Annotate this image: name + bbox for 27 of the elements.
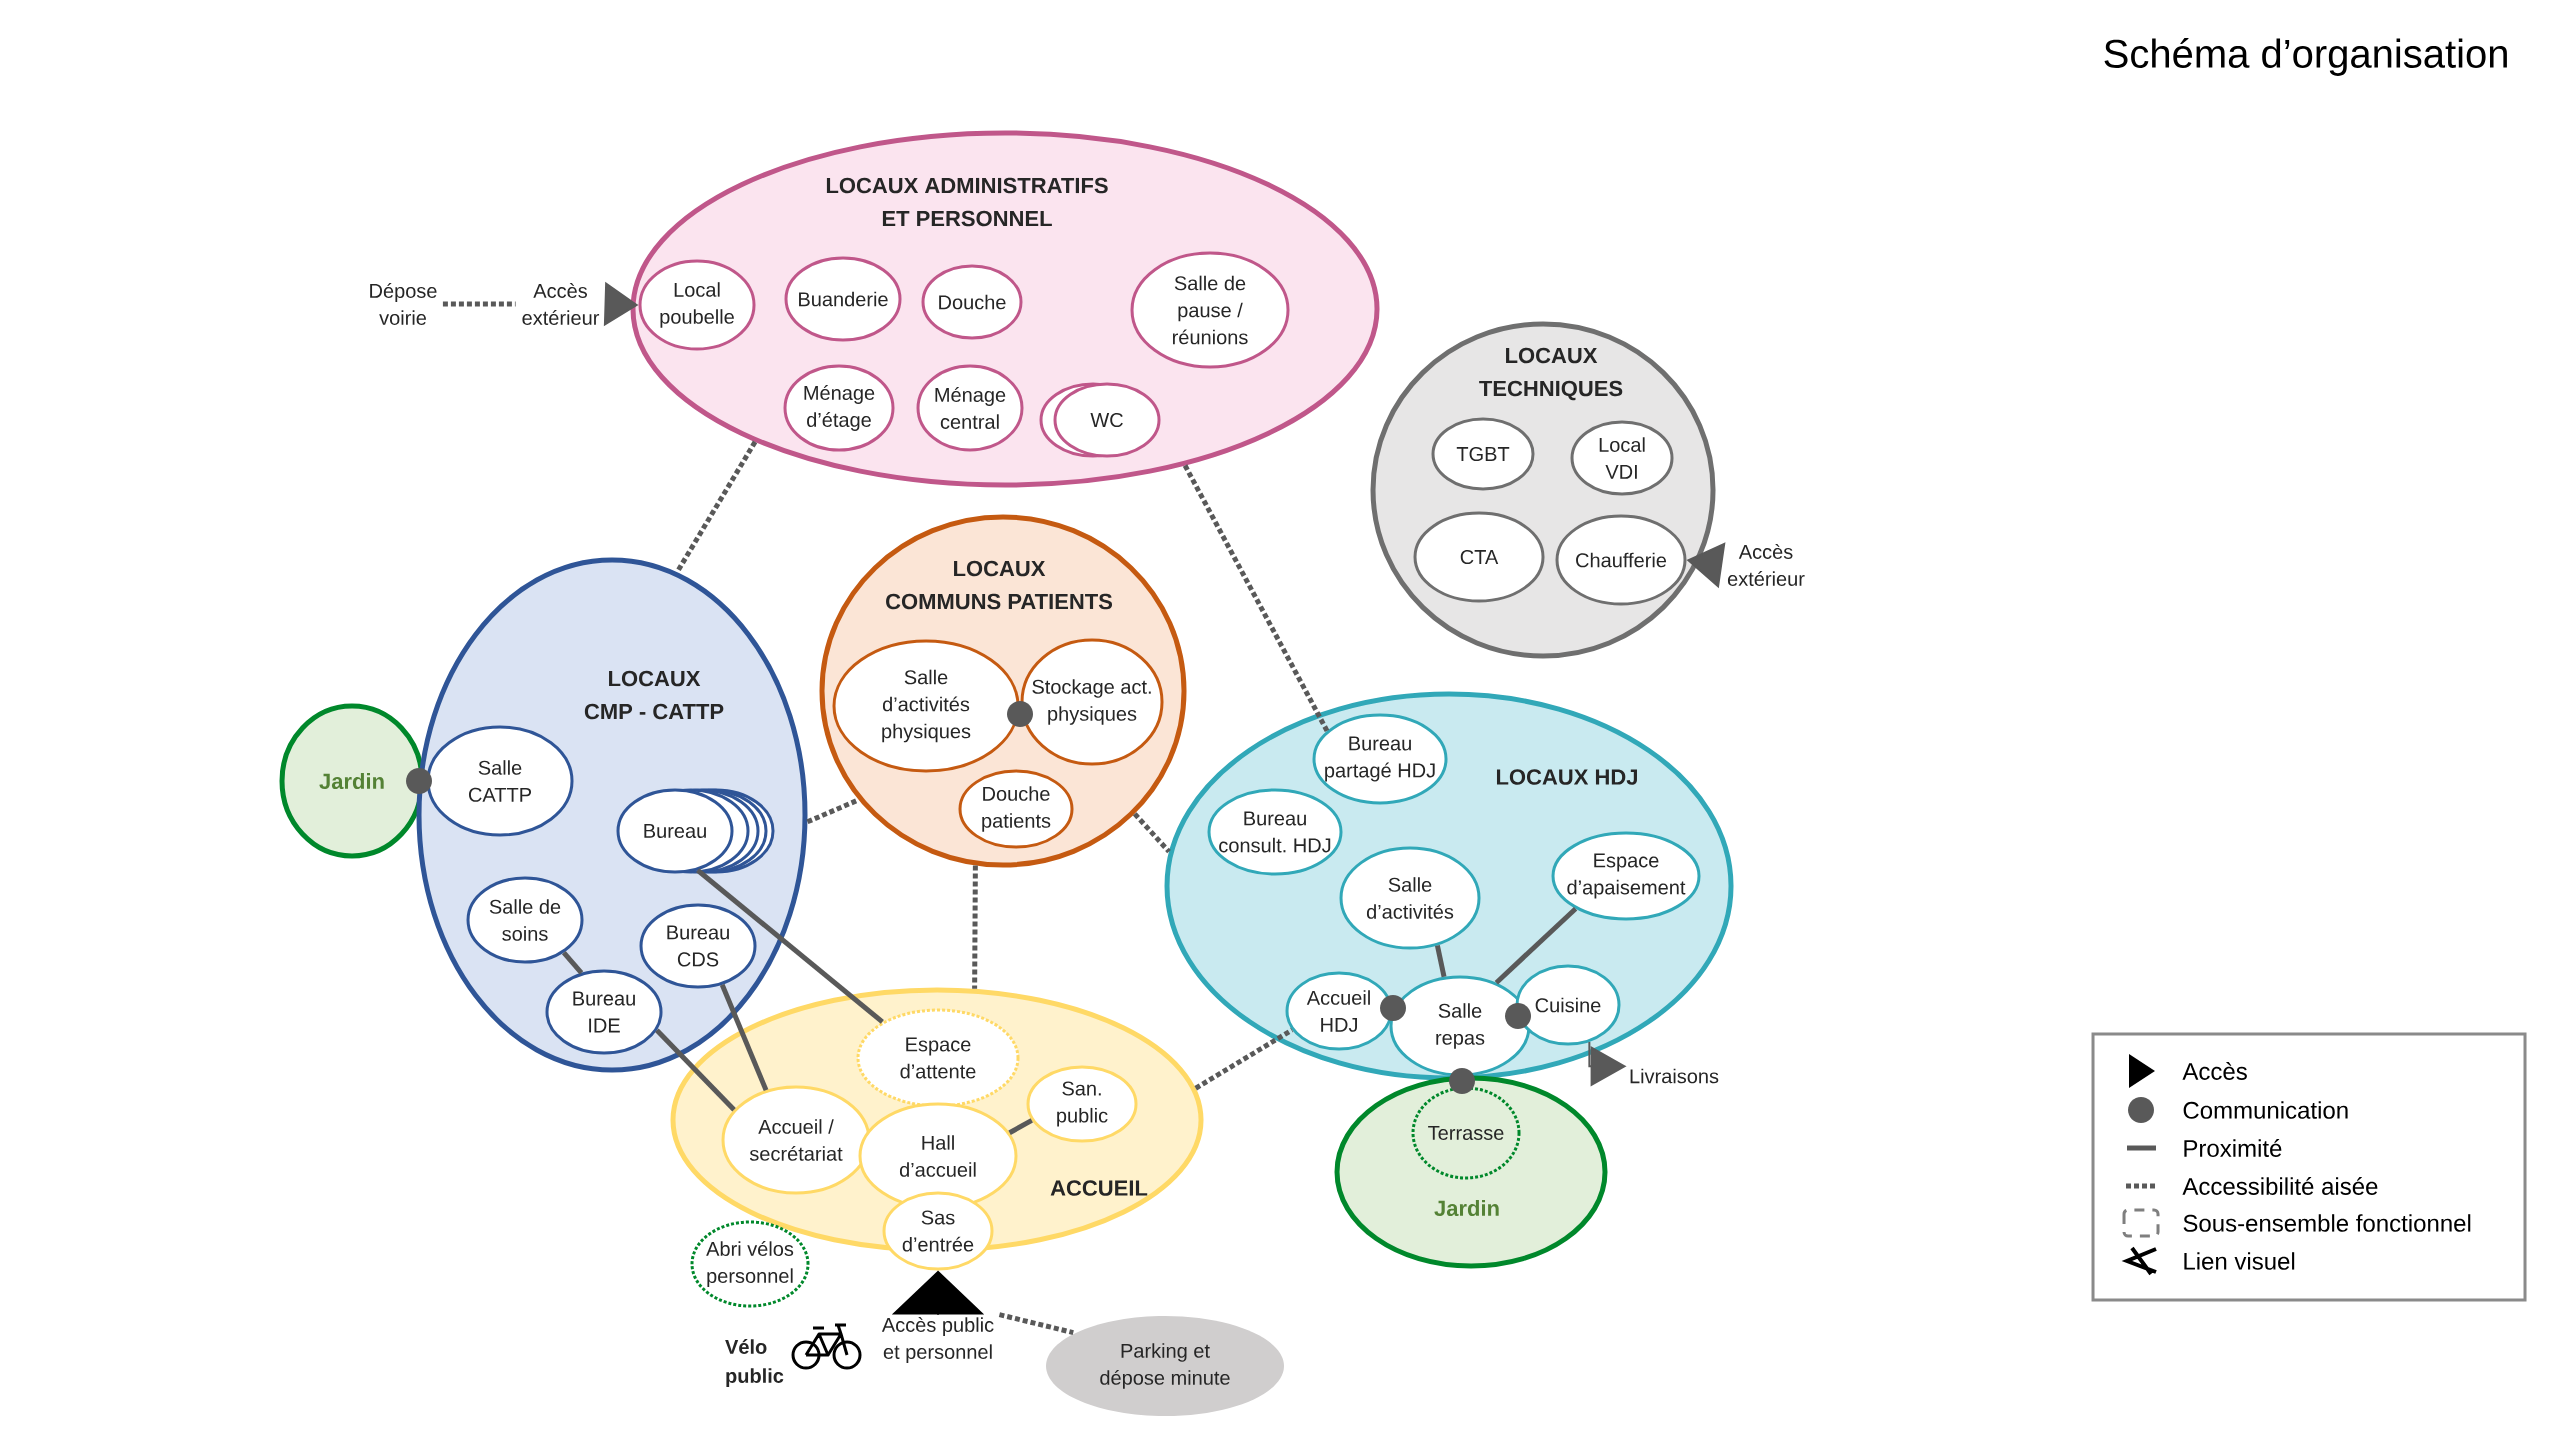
legend-text: Communication [2183, 1101, 2348, 1119]
text-label: Vélo public [725, 1339, 784, 1387]
text-label: Dépose voirie [370, 283, 437, 325]
text-label: Accès extérieur [1727, 544, 1805, 586]
dotted-line [442, 301, 516, 307]
legend-text: Lien visuel [2184, 1252, 2295, 1270]
connector-line [1008, 1118, 1033, 1135]
dotted-line [1194, 1027, 1294, 1091]
connector-line [1434, 944, 1447, 978]
legend-text: Accessibilité aisée [2182, 1177, 2378, 1195]
text-label: Accès public et personnel [881, 1317, 994, 1363]
legend-text: Proximité [2184, 1139, 2282, 1157]
dotted-line [972, 865, 978, 989]
dotted-line [998, 1312, 1074, 1336]
connector-line [655, 1028, 736, 1112]
legend-text: Sous-ensemble fonctionnel [2183, 1214, 2471, 1232]
title: Schéma d’organisation [2104, 38, 2507, 76]
legend-text: Accès [2182, 1062, 2247, 1080]
connector-line [561, 950, 584, 975]
dotted-line [1182, 464, 1330, 732]
connector-line [719, 983, 769, 1092]
dotted-line [674, 440, 758, 574]
connector-line [1494, 906, 1578, 985]
text-label: Livraisons [1630, 1068, 1719, 1084]
text-label: Accès extérieur [522, 283, 600, 325]
dotted-line [1132, 812, 1171, 854]
dotted-line [806, 797, 860, 825]
